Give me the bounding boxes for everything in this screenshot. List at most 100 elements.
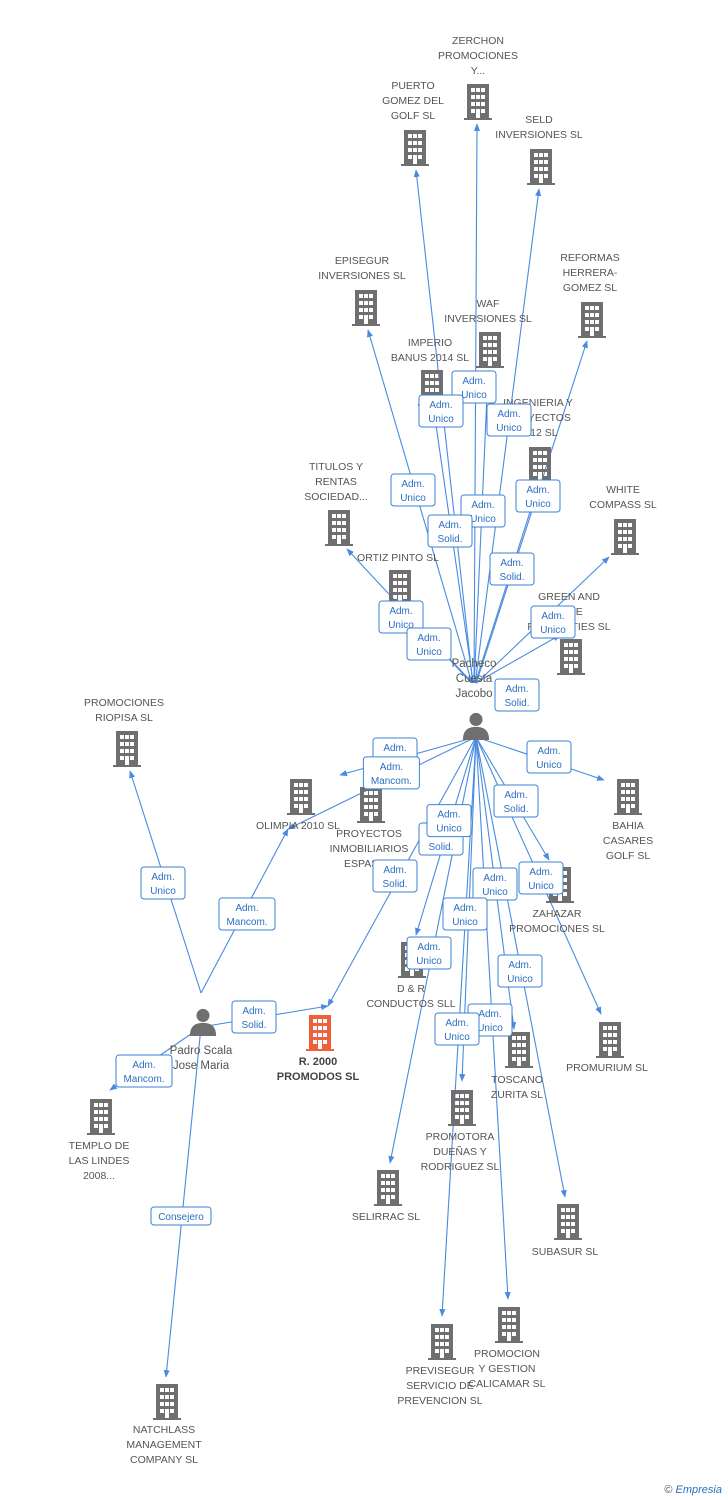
- role-label[interactable]: Adm.Unico: [442, 897, 488, 931]
- role-label-text: Adm.Unico: [496, 409, 522, 434]
- company-node-promurium[interactable]: PROMURIUM SL: [566, 1022, 648, 1074]
- company-node-selirrac[interactable]: SELIRRAC SL: [352, 1170, 420, 1223]
- role-label[interactable]: Adm.Solid.: [372, 859, 418, 893]
- building-icon: [325, 510, 353, 546]
- role-label[interactable]: Adm.Unico: [378, 600, 424, 634]
- role-label-box: [472, 867, 518, 901]
- role-label[interactable]: Adm.Solid.: [231, 1000, 277, 1034]
- role-label[interactable]: Adm.Unico: [526, 740, 572, 774]
- role-label-text: Adm.Unico: [428, 400, 454, 425]
- building-icon: [578, 302, 606, 338]
- role-label-box: [418, 394, 464, 428]
- role-label[interactable]: Adm.Unico: [518, 861, 564, 895]
- role-label[interactable]: Adm.Unico: [530, 605, 576, 639]
- building-icon: [357, 787, 385, 823]
- person-icon: [462, 712, 490, 740]
- role-label-box: [231, 1000, 277, 1034]
- role-label[interactable]: Adm.Unico: [406, 936, 452, 970]
- node-label-ortiz: ORTIZ PINTO SL: [357, 552, 439, 564]
- role-label-box: [426, 804, 472, 838]
- role-label[interactable]: Adm.Unico: [472, 867, 518, 901]
- role-label[interactable]: Adm.Mancom.: [115, 1054, 173, 1088]
- company-node-ortiz[interactable]: ORTIZ PINTO SL: [357, 552, 439, 606]
- role-label-box: [530, 605, 576, 639]
- role-label-box: [497, 954, 543, 988]
- copyright-footer: © Empresia: [664, 1484, 722, 1496]
- role-label[interactable]: Adm.Solid.: [493, 784, 539, 818]
- role-label[interactable]: Adm.Unico: [486, 403, 532, 437]
- person-icon: [189, 1008, 217, 1036]
- building-icon: [448, 1090, 476, 1126]
- building-icon: [287, 779, 315, 815]
- building-icon: [464, 84, 492, 120]
- role-label[interactable]: Adm.Mancom.: [218, 897, 276, 931]
- node-label-selirrac: SELIRRAC SL: [352, 1211, 420, 1223]
- building-icon: [614, 779, 642, 815]
- role-label[interactable]: Consejero: [150, 1206, 212, 1226]
- role-label-box: [140, 866, 186, 900]
- role-label-box: [515, 479, 561, 513]
- building-icon: [153, 1384, 181, 1420]
- role-label[interactable]: Adm.Mancom.: [362, 756, 420, 790]
- building-icon: [374, 1170, 402, 1206]
- role-label[interactable]: Adm.Unico: [515, 479, 561, 513]
- role-label[interactable]: Adm.Solid.: [489, 552, 535, 586]
- role-label-box: [406, 936, 452, 970]
- company-node-olimpia[interactable]: OLIMPIA 2010 SL: [256, 779, 340, 832]
- role-label[interactable]: Adm.Unico: [451, 370, 497, 404]
- role-label[interactable]: Adm.Unico: [497, 954, 543, 988]
- role-label[interactable]: Adm.Solid.: [427, 514, 473, 548]
- role-label-text: Adm.Unico: [400, 479, 426, 504]
- edge-pacheco-green: [475, 634, 561, 684]
- role-label-box: [372, 859, 418, 893]
- company-node-subasur[interactable]: SUBASUR SL: [532, 1204, 599, 1258]
- role-label[interactable]: Adm.Unico: [426, 804, 472, 838]
- building-icon: [87, 1099, 115, 1135]
- role-label-text: Adm.Unico: [416, 633, 442, 658]
- building-icon: [428, 1324, 456, 1360]
- role-label-text: Adm.Unico: [436, 810, 462, 835]
- role-label[interactable]: Adm.Unico: [418, 394, 464, 428]
- role-label-box: [493, 784, 539, 818]
- role-label-box: [218, 897, 276, 931]
- role-label[interactable]: Adm.Unico: [140, 866, 186, 900]
- brand-logo[interactable]: Empresia: [675, 1484, 722, 1496]
- role-label-text: Adm.Unico: [470, 500, 496, 525]
- node-label-promurium: PROMURIUM SL: [566, 1062, 648, 1074]
- role-label[interactable]: Adm.Unico: [390, 473, 436, 507]
- role-label-text: Adm.Unico: [477, 1009, 503, 1034]
- role-label[interactable]: Adm.Solid.: [494, 678, 540, 712]
- role-label[interactable]: Adm.Unico: [406, 627, 452, 661]
- role-label-text: Adm.Mancom.: [123, 1060, 164, 1085]
- role-label[interactable]: Adm.Unico: [434, 1012, 480, 1046]
